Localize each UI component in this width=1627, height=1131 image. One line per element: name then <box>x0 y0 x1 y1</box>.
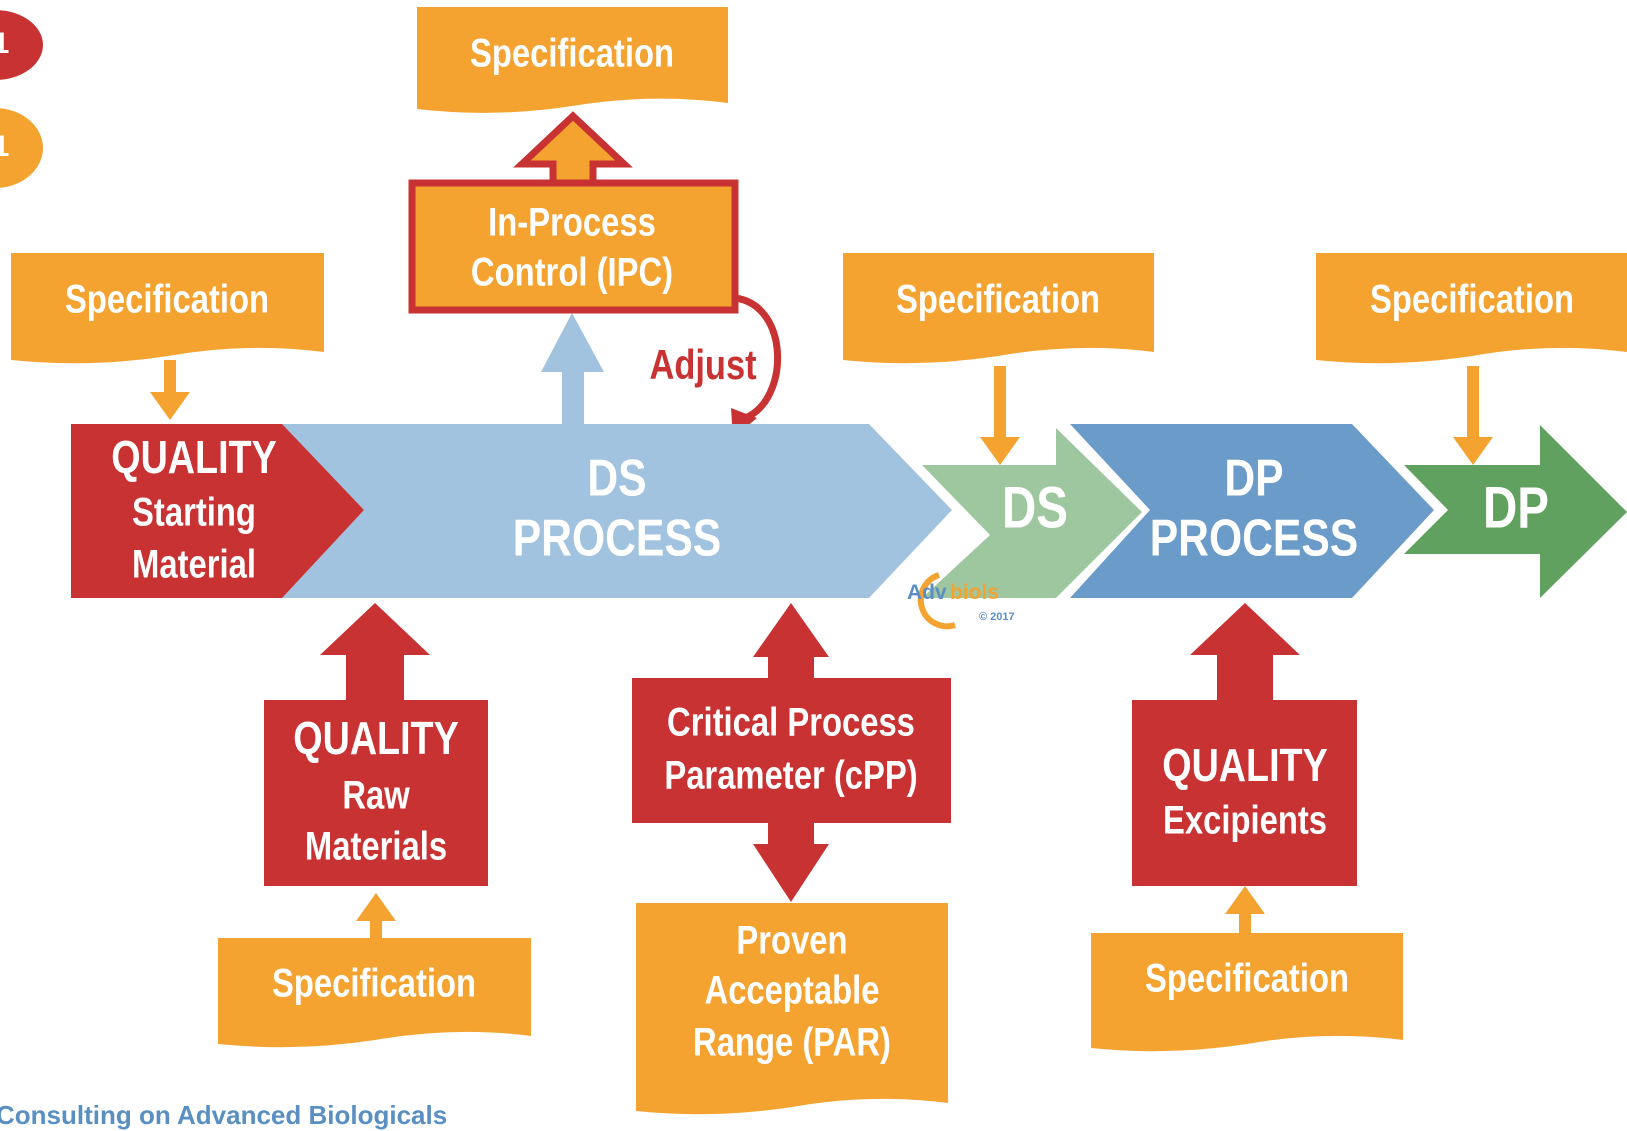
quality-raw-materials-box: QUALITY Raw Materials <box>264 700 488 886</box>
legend-red-key-label: 1 <box>0 27 9 60</box>
cpp-box-line1: Critical Process <box>667 699 915 744</box>
cpp-box-line2: Parameter (cPP) <box>664 752 917 797</box>
logo-text-adv: Adv <box>907 581 947 604</box>
ipc-box-line1: In-Process <box>488 199 656 244</box>
ds-output-label: DS <box>1002 476 1068 541</box>
spec-banner-ipc: Specification <box>417 7 728 113</box>
raw-materials-title: QUALITY <box>293 713 458 764</box>
quality-starting-material-line1: Starting <box>132 489 256 534</box>
legend-orange-key-label: 1 <box>0 130 9 163</box>
legend-red-key: 1 <box>0 10 43 80</box>
spec-excipients-arrow <box>1225 886 1265 936</box>
spec-banner-excipients: Specification <box>1091 933 1403 1052</box>
spec-ds-arrow <box>980 366 1020 465</box>
adjust-label: Adjust <box>649 342 756 389</box>
quality-excipients-box: QUALITY Excipients <box>1132 700 1357 886</box>
excipients-title: QUALITY <box>1162 740 1327 791</box>
spec-dp-arrow <box>1453 366 1493 465</box>
dp-output-label: DP <box>1483 476 1549 541</box>
ds-process-line2: PROCESS <box>513 510 722 568</box>
ipc-box: In-Process Control (IPC) <box>408 179 739 314</box>
spec-banner-raw-label: Specification <box>272 960 476 1005</box>
spec-banner-start-label: Specification <box>65 276 269 321</box>
par-banner-line2: Acceptable <box>705 967 880 1012</box>
raw-materials-line2: Materials <box>305 823 447 868</box>
spec-banner-ipc-label: Specification <box>470 30 674 75</box>
dp-process-line1: DP <box>1224 450 1283 508</box>
spec-banner-excipients-label: Specification <box>1145 955 1349 1000</box>
raw-materials-line1: Raw <box>342 772 410 817</box>
ipc-to-spec-arrow <box>513 111 633 194</box>
spec-banner-start: Specification <box>11 253 324 364</box>
quality-starting-material-arrow: QUALITY Starting Material <box>71 424 364 598</box>
cpp-down-arrow <box>753 821 829 902</box>
spec-banner-ds: Specification <box>843 253 1154 364</box>
dp-process-arrow: DP PROCESS <box>1070 424 1434 598</box>
excipients-up-arrow <box>1190 603 1300 702</box>
spec-banner-raw: Specification <box>218 938 531 1048</box>
ds-process-line1: DS <box>587 450 646 508</box>
footer-text: Consulting on Advanced Biologicals <box>0 1100 448 1130</box>
par-banner: Proven Acceptable Range (PAR) <box>636 903 948 1115</box>
raw-materials-up-arrow <box>320 603 430 700</box>
cpp-up-arrow <box>753 603 829 680</box>
quality-starting-material-line2: Material <box>132 541 256 586</box>
cpp-box: Critical Process Parameter (cPP) <box>632 678 951 823</box>
quality-starting-material-title: QUALITY <box>111 432 276 483</box>
ds-output-arrow: DS <box>922 428 1142 598</box>
ipc-box-line2: Control (IPC) <box>471 249 673 294</box>
spec-raw-arrow <box>356 893 396 940</box>
process-to-ipc-arrow <box>541 313 604 424</box>
logo-text-biols: biols <box>950 581 999 604</box>
advbiols-logo: Adv biols © 2017 <box>907 572 1015 630</box>
spec-banner-dp-label: Specification <box>1370 276 1574 321</box>
dp-output-arrow: DP <box>1404 425 1627 598</box>
excipients-line1: Excipients <box>1163 797 1327 842</box>
par-banner-line3: Range (PAR) <box>693 1019 891 1064</box>
dp-process-line2: PROCESS <box>1150 510 1359 568</box>
logo-copyright: © 2017 <box>979 611 1015 623</box>
spec-start-arrow <box>150 360 190 420</box>
par-banner-line1: Proven <box>736 917 847 962</box>
legend-orange-key: 1 <box>0 108 43 188</box>
ds-process-arrow: DS PROCESS <box>280 424 952 598</box>
spec-banner-ds-label: Specification <box>896 276 1100 321</box>
spec-banner-dp: Specification <box>1316 253 1627 364</box>
